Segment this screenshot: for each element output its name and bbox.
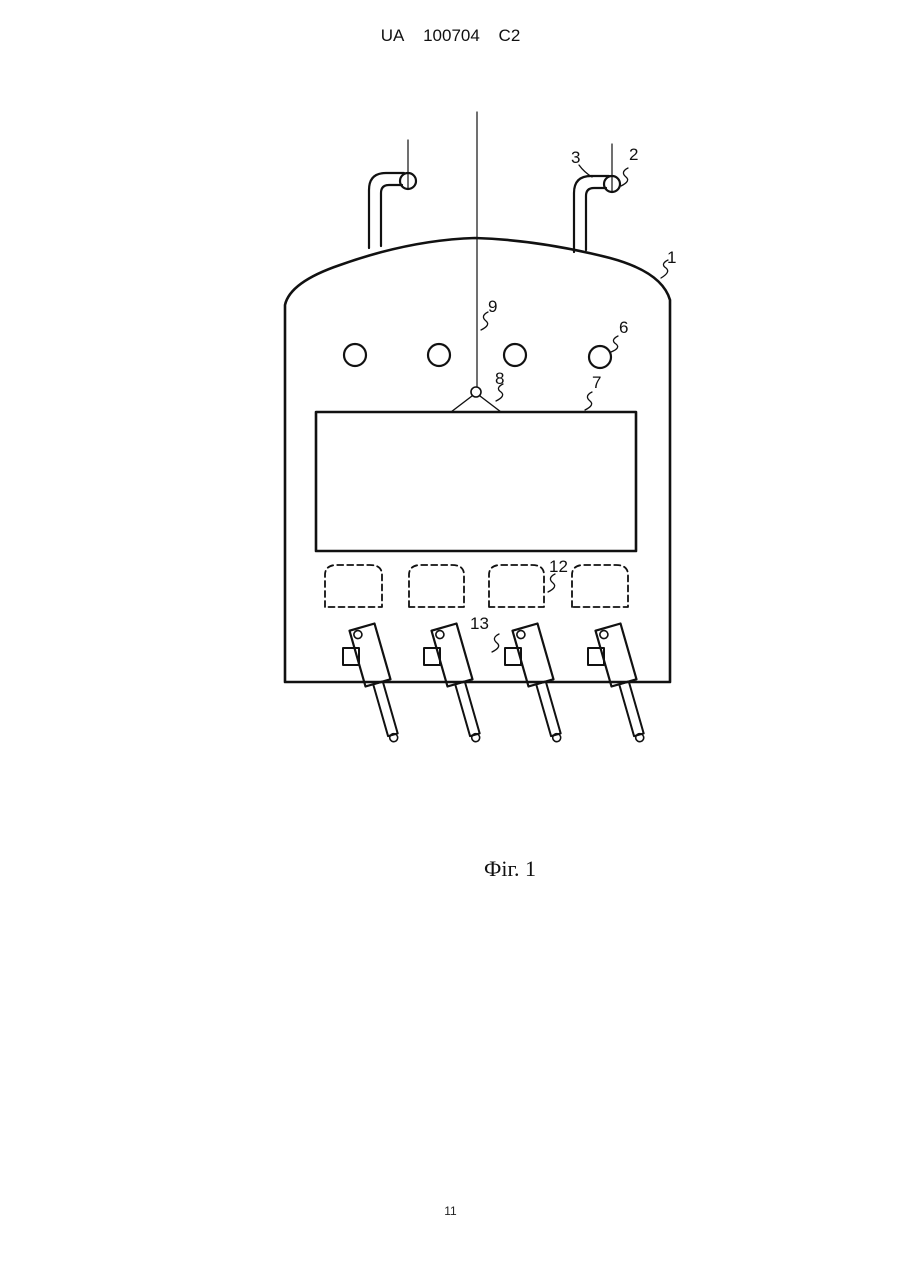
plate bbox=[316, 412, 636, 551]
figure-caption: Фіг. 1 bbox=[484, 856, 536, 882]
label-9: 9 bbox=[488, 297, 497, 316]
right-pipe bbox=[574, 144, 620, 252]
label-7: 7 bbox=[592, 373, 601, 392]
label-8: 8 bbox=[495, 369, 504, 388]
valve-4 bbox=[588, 624, 653, 746]
label-6: 6 bbox=[619, 318, 628, 337]
opening-1 bbox=[344, 344, 366, 366]
valve-3 bbox=[505, 624, 570, 746]
page-number: 11 bbox=[0, 1204, 901, 1218]
dashed-cells bbox=[325, 565, 628, 607]
label-1: 1 bbox=[667, 248, 676, 267]
label-13: 13 bbox=[470, 614, 489, 633]
opening-4 bbox=[589, 346, 611, 368]
valve-2 bbox=[424, 624, 489, 746]
left-pipe bbox=[369, 140, 416, 248]
label-3: 3 bbox=[571, 148, 580, 167]
label-12: 12 bbox=[549, 557, 568, 576]
hook bbox=[471, 387, 481, 397]
opening-2 bbox=[428, 344, 450, 366]
opening-3 bbox=[504, 344, 526, 366]
valve-1 bbox=[343, 624, 407, 746]
label-2: 2 bbox=[629, 145, 638, 164]
